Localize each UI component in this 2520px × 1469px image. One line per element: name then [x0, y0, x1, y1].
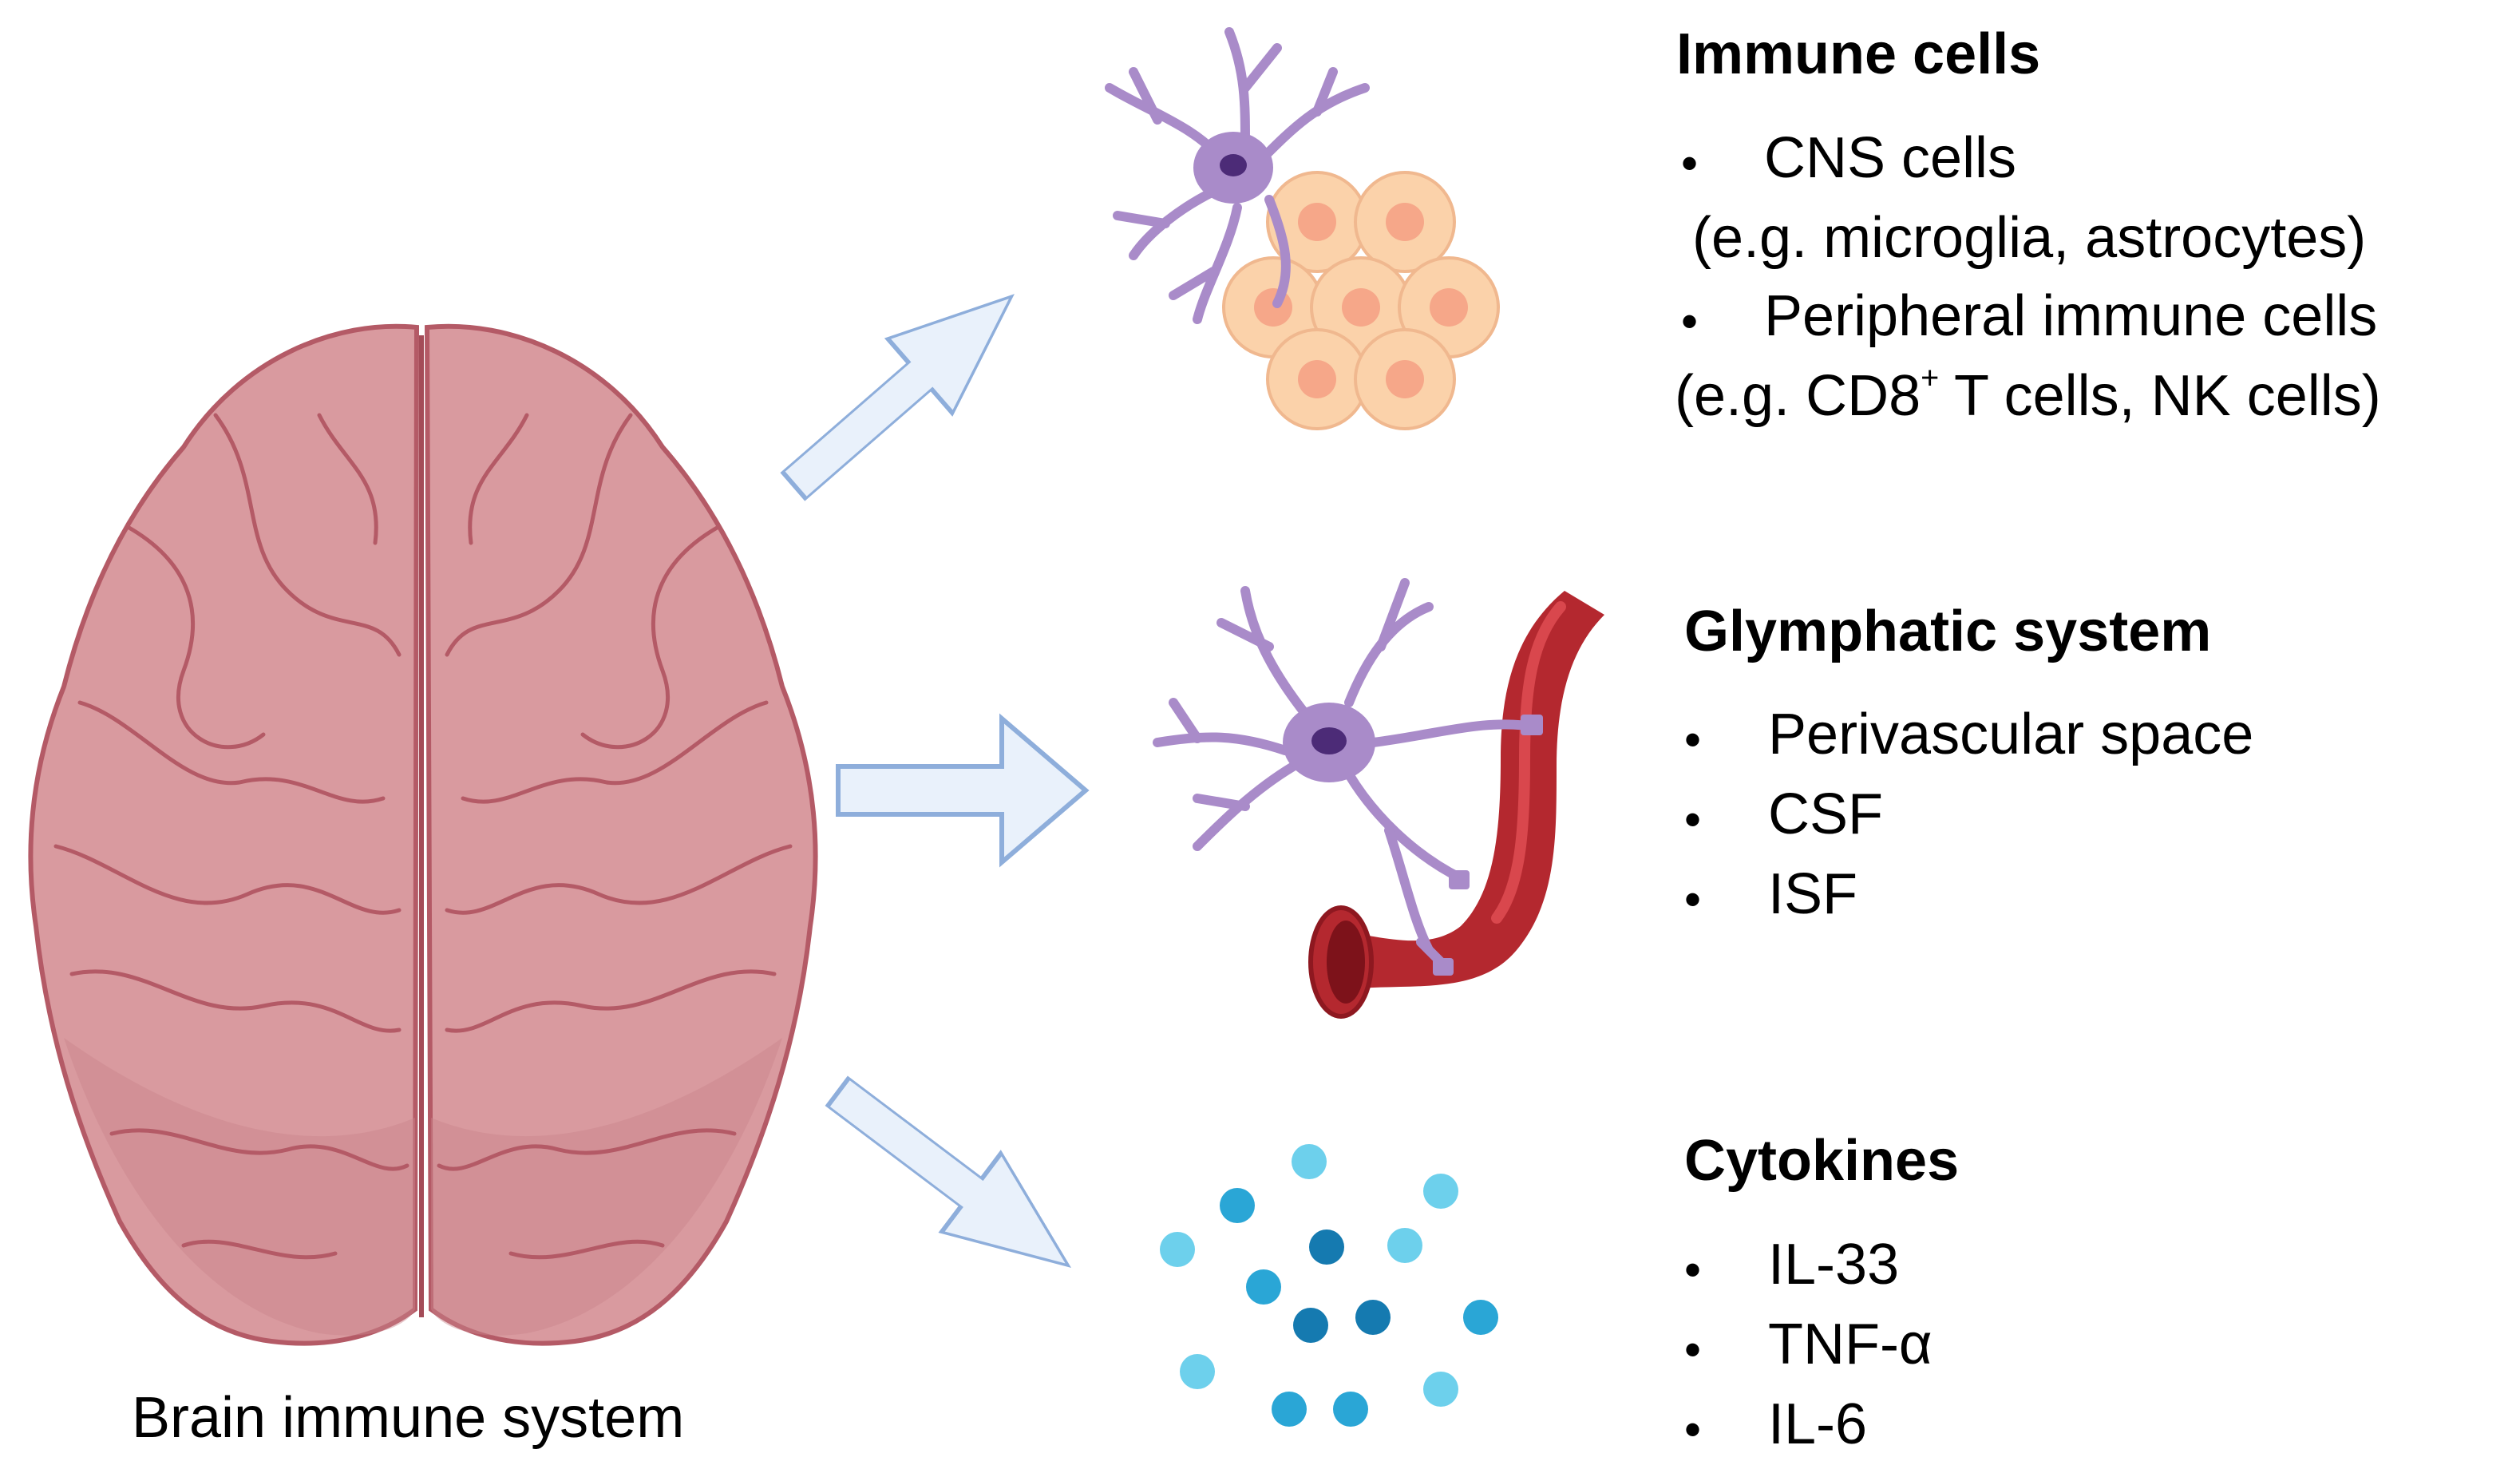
- item-cns-examples: (e.g. microglia, astrocytes): [1692, 206, 2367, 270]
- item-il-33: IL-33: [1768, 1233, 1900, 1297]
- heading-glymphatic-system: Glymphatic system: [1684, 600, 2212, 663]
- item-csf: CSF: [1768, 782, 1883, 846]
- item-isf: ISF: [1768, 862, 1858, 926]
- bullet: •: [1684, 1243, 1702, 1297]
- heading-cytokines: Cytokines: [1684, 1129, 1960, 1193]
- bullet: •: [1684, 793, 1702, 846]
- arrow-up-right-icon: [780, 294, 1015, 501]
- bullet: •: [1684, 713, 1702, 766]
- bullet: •: [1684, 873, 1702, 926]
- arrow-right-icon: [836, 713, 1090, 868]
- microglia-icon: [1105, 27, 1370, 324]
- brain-icon: [28, 323, 818, 1346]
- heading-immune-cells: Immune cells: [1676, 22, 2041, 86]
- item-peripheral-examples: (e.g. CD8+ T cells, NK cells): [1675, 360, 2381, 428]
- item-il-6: IL-6: [1768, 1392, 1868, 1456]
- cell-cluster-icon: [1222, 171, 1500, 430]
- item-cns-cells: CNS cells: [1764, 126, 2017, 190]
- item-tnf-alpha: TNF-α: [1768, 1313, 1933, 1376]
- brain-caption: Brain immune system: [132, 1386, 685, 1450]
- bullet: •: [1684, 1323, 1702, 1376]
- astrocyte-icon: [1153, 578, 1543, 976]
- arrow-down-right-icon: [825, 1075, 1072, 1269]
- bullet: •: [1681, 295, 1699, 348]
- item-perivascular-space: Perivascular space: [1768, 703, 2254, 766]
- blood-vessel-icon: [1308, 591, 1604, 1019]
- cytokine-molecules-icon: [1160, 1144, 1498, 1427]
- bullet: •: [1684, 1403, 1702, 1456]
- bullet: •: [1681, 137, 1699, 190]
- item-peripheral-immune-cells: Peripheral immune cells: [1764, 284, 2378, 348]
